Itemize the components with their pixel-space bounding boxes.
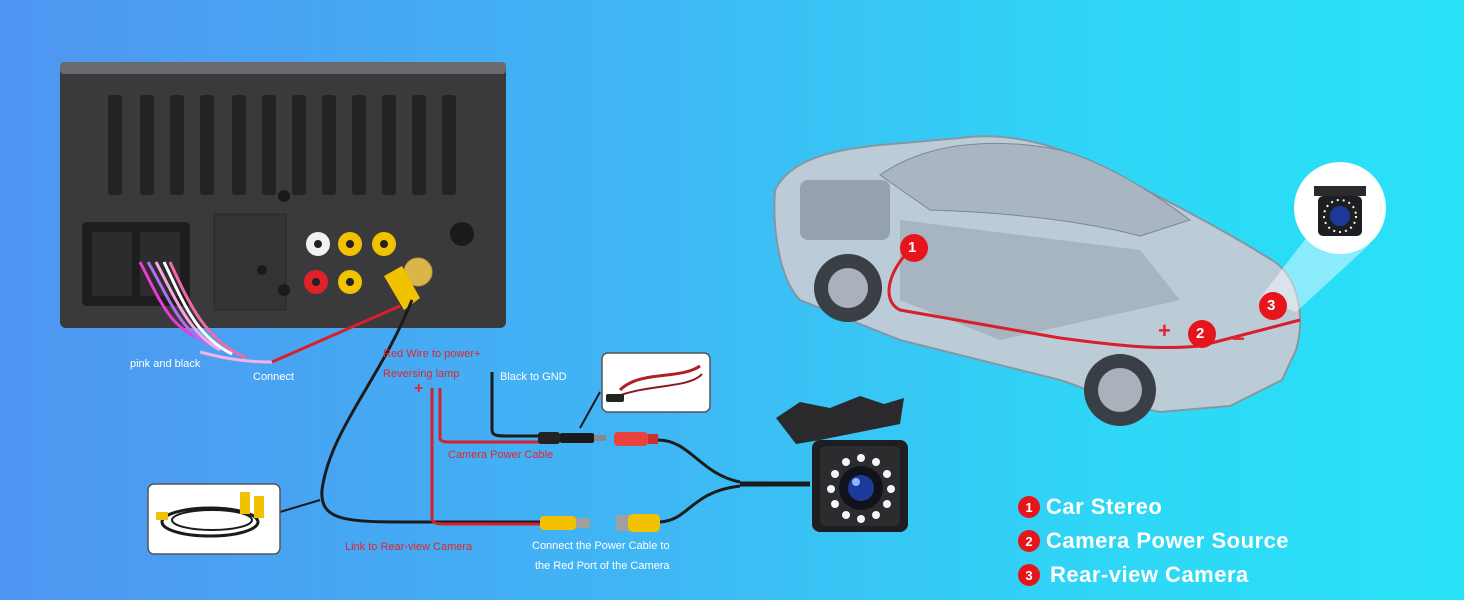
label-connect-power-1: Connect the Power Cable to <box>532 540 670 552</box>
legend: 1 Car Stereo 2 Camera Power Source 3 Rea… <box>1018 490 1289 592</box>
legend-num-3: 3 <box>1018 564 1040 586</box>
legend-text-2: Camera Power Source <box>1046 528 1290 553</box>
label-camera-power-cable: Camera Power Cable <box>448 449 554 461</box>
car-marker-2: 2 <box>1196 325 1205 342</box>
car-plus-sign: + <box>1158 318 1171 343</box>
label-connect: Connect <box>253 371 294 383</box>
power-cable-icon <box>538 432 658 446</box>
cable-coil-icon <box>147 483 281 555</box>
label-red-wire-power: Red Wire to power+ <box>383 348 481 360</box>
label-black-gnd: Black to GND <box>500 371 567 383</box>
legend-num-1: 1 <box>1018 496 1040 518</box>
car-marker-1: 1 <box>908 239 917 256</box>
car-marker-3: 3 <box>1267 297 1276 314</box>
camera-icon <box>776 396 908 532</box>
label-reversing-lamp: Reversing lamp <box>383 368 460 380</box>
legend-item-power-source: 2 Camera Power Source <box>1018 524 1289 558</box>
label-connect-power-2: the Red Port of the Camera <box>535 560 670 572</box>
car-stereo-icon <box>60 62 506 328</box>
label-pink-black: pink and black <box>130 358 201 370</box>
car-minus-sign: − <box>1232 326 1245 351</box>
legend-item-rear-camera: 3 Rear-view Camera <box>1018 558 1289 592</box>
power-cable-inset <box>601 352 711 413</box>
legend-item-car-stereo: 1 Car Stereo <box>1018 490 1289 524</box>
legend-text-3: Rear-view Camera <box>1050 562 1249 587</box>
label-plus: + <box>414 380 424 397</box>
legend-num-2: 2 <box>1018 530 1040 552</box>
label-link-rear-view: Link to Rear-view Camera <box>345 541 473 553</box>
legend-text-1: Car Stereo <box>1046 494 1163 519</box>
